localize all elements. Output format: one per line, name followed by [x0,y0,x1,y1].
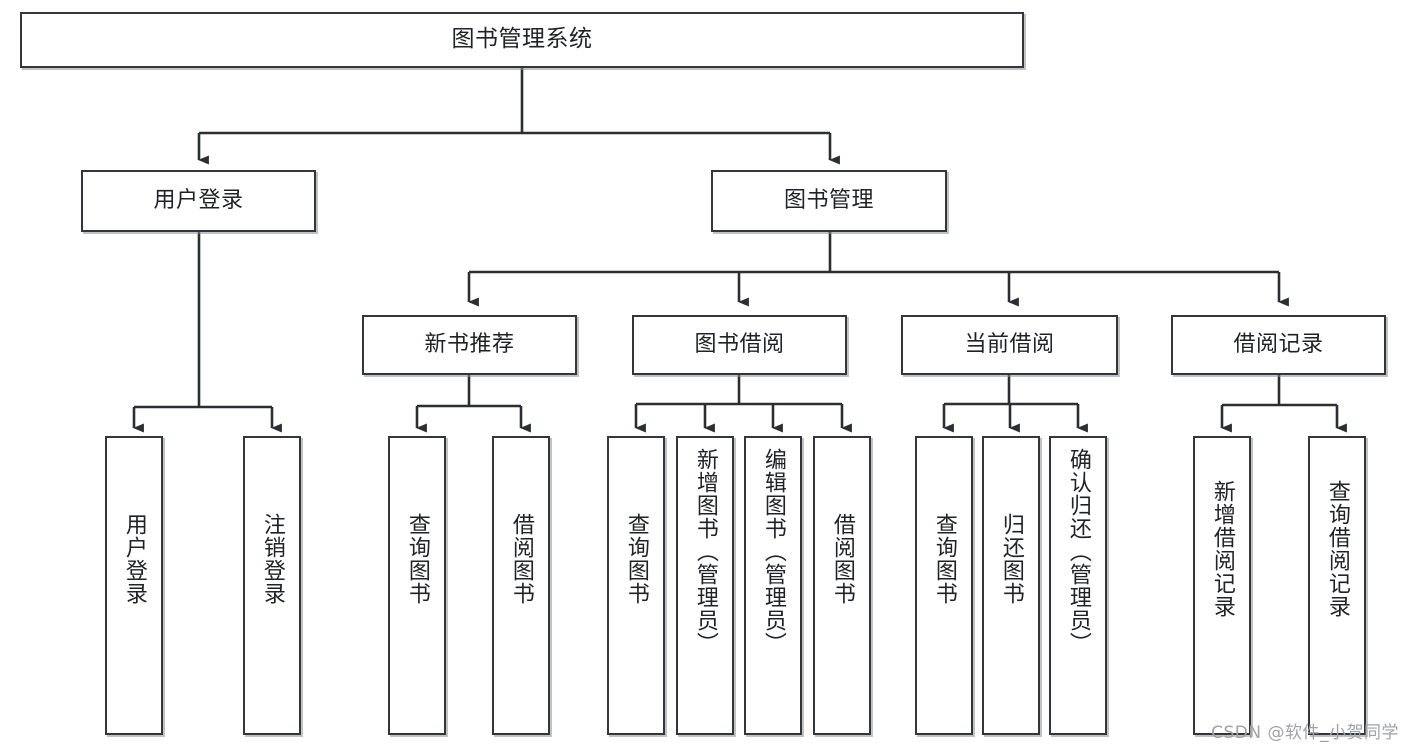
leaf-records-query-record[interactable]: 查询借阅记录 [1308,436,1366,735]
node-new-book-recommend[interactable]: 新书推荐 [362,315,577,375]
leaf-newbook-borrow-book[interactable]: 借阅图书 [492,436,550,735]
leaf-borrow-add-book-label: 新增图书（管理员） [692,448,718,655]
node-book-management[interactable]: 图书管理 [711,170,947,232]
leaf-borrow-edit-book-label: 编辑图书（管理员） [760,448,786,655]
node-book-borrow-label: 图书借阅 [694,331,785,357]
leaf-borrow-add-book[interactable]: 新增图书（管理员） [676,436,734,735]
leaf-user-logout-label: 注销登录 [259,513,285,605]
node-current-borrow[interactable]: 当前借阅 [901,315,1118,375]
leaf-current-query-book-label: 查询图书 [931,513,957,605]
node-current-borrow-label: 当前借阅 [964,331,1055,357]
leaf-borrow-edit-book[interactable]: 编辑图书（管理员） [744,436,802,735]
leaf-records-add-record-label: 新增借阅记录 [1209,480,1235,618]
node-borrow-records-label: 借阅记录 [1233,331,1324,357]
leaf-borrow-lend-book[interactable]: 借阅图书 [813,436,871,735]
node-new-book-recommend-label: 新书推荐 [424,331,515,357]
leaf-user-logout[interactable]: 注销登录 [243,436,301,735]
node-user-login[interactable]: 用户登录 [81,170,316,232]
node-borrow-records[interactable]: 借阅记录 [1171,315,1386,375]
leaf-borrow-query-book-label: 查询图书 [623,513,649,605]
leaf-current-query-book[interactable]: 查询图书 [915,436,973,735]
leaf-newbook-query-book-label: 查询图书 [404,513,430,605]
leaf-newbook-query-book[interactable]: 查询图书 [388,436,446,735]
node-book-management-label: 图书管理 [783,187,874,213]
leaf-newbook-borrow-book-label: 借阅图书 [508,513,534,605]
node-book-borrow[interactable]: 图书借阅 [632,315,847,375]
leaf-borrow-lend-book-label: 借阅图书 [829,513,855,605]
leaf-current-return-book-label: 归还图书 [998,513,1024,605]
csdn-watermark: CSDN @软件_小贺同学 [1211,723,1399,743]
leaf-user-login[interactable]: 用户登录 [105,436,163,735]
leaf-records-query-record-label: 查询借阅记录 [1324,480,1350,618]
leaf-current-confirm-return-label: 确认归还（管理员） [1065,448,1091,655]
leaf-user-login-label: 用户登录 [121,513,147,605]
node-root[interactable]: 图书管理系统 [20,12,1024,68]
leaf-current-confirm-return[interactable]: 确认归还（管理员） [1049,436,1107,735]
node-root-label: 图书管理系统 [451,26,593,53]
leaf-records-add-record[interactable]: 新增借阅记录 [1193,436,1251,735]
node-user-login-label: 用户登录 [153,187,244,213]
leaf-borrow-query-book[interactable]: 查询图书 [607,436,665,735]
leaf-current-return-book[interactable]: 归还图书 [982,436,1040,735]
